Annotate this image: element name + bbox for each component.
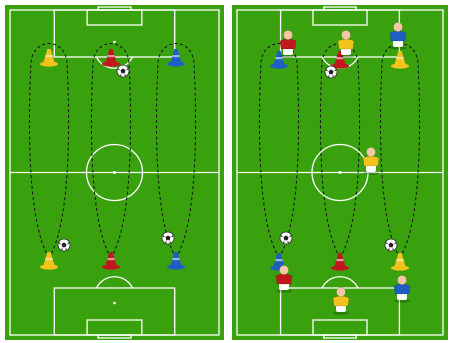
center-spot bbox=[339, 171, 342, 174]
soccer-ball-icon bbox=[325, 66, 337, 78]
drill-diagram-right bbox=[232, 5, 448, 340]
penalty-spot-bottom bbox=[113, 302, 116, 305]
soccer-ball-icon bbox=[162, 232, 174, 244]
soccer-ball-icon bbox=[385, 239, 397, 251]
soccer-ball-icon bbox=[117, 65, 129, 77]
soccer-ball-icon bbox=[58, 239, 70, 251]
drill-diagram-left bbox=[5, 5, 224, 340]
penalty-spot-top bbox=[113, 41, 116, 44]
soccer-ball-icon bbox=[280, 232, 292, 244]
center-spot bbox=[113, 171, 116, 174]
